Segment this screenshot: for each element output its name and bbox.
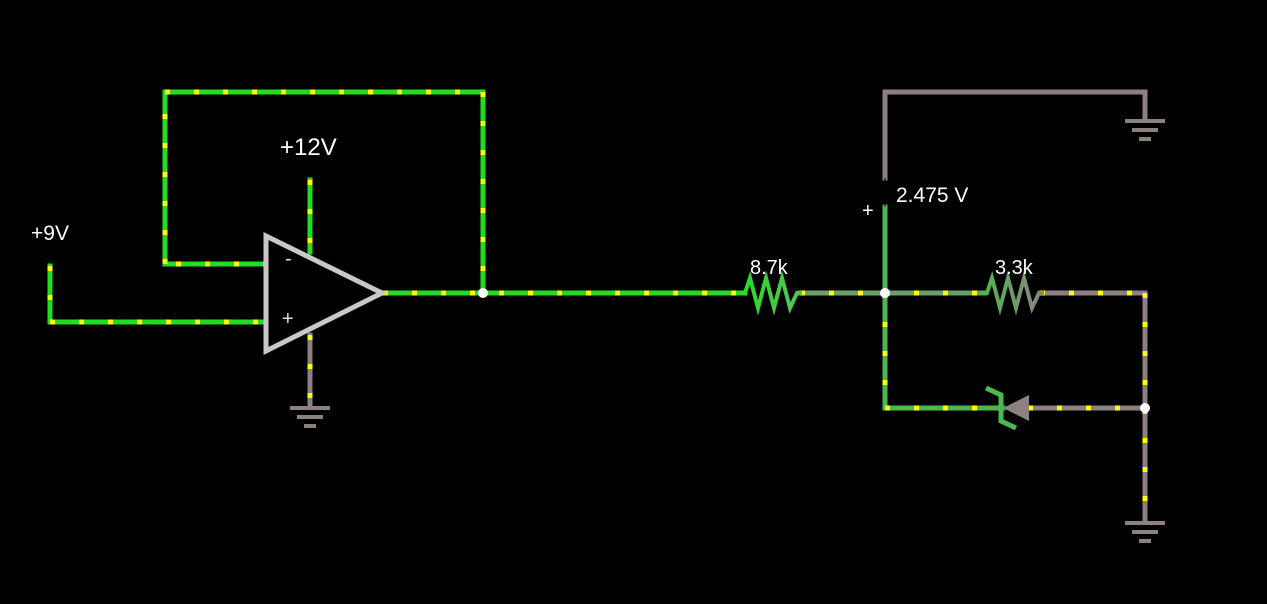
current-dots [47, 89, 1148, 520]
resistor-icon[interactable] [740, 270, 1044, 316]
meter-reading: 2.475 V [896, 184, 969, 207]
ground-icon[interactable] [1125, 521, 1165, 543]
supply-positive-label: +12V [280, 134, 337, 161]
opamp-inverting-label: - [285, 248, 292, 270]
resistor-8-7k [740, 270, 802, 316]
meter-plus-label: + [862, 200, 874, 222]
zener-diode-icon[interactable] [984, 385, 1029, 431]
node-output[interactable] [478, 288, 488, 298]
resistor-1-label: 8.7k [750, 257, 788, 279]
resistor-3-3k [982, 270, 1044, 316]
wires-inactive [307, 89, 1148, 523]
wires-active [47, 89, 748, 325]
wires-mid [797, 204, 1006, 411]
junction-nodes [478, 288, 1150, 413]
resistor-2-label: 3.3k [995, 257, 1033, 279]
node-divider[interactable] [880, 288, 890, 298]
ground-icon[interactable] [290, 406, 330, 428]
opamp-noninverting-label: + [282, 308, 294, 330]
input-source-label: +9V [31, 222, 69, 245]
opamp-icon[interactable] [263, 231, 388, 356]
node-zener-ground[interactable] [1140, 403, 1150, 413]
ground-icon[interactable] [1125, 119, 1165, 141]
